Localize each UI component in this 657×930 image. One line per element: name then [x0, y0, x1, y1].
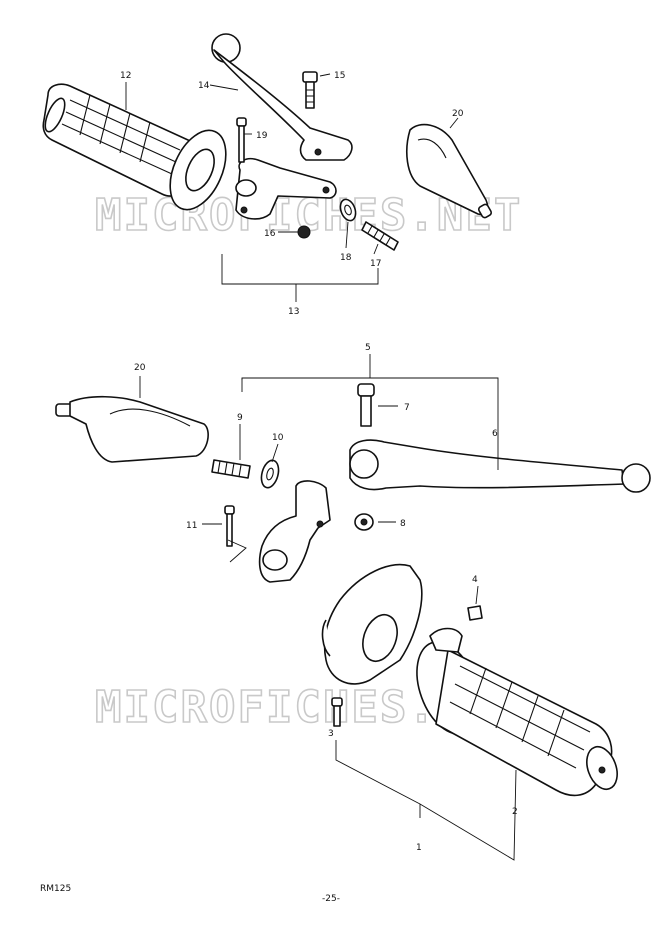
part-label-18: 18	[340, 253, 352, 263]
bracket-13	[221, 254, 379, 285]
part-label-3: 3	[328, 729, 334, 739]
part-label-14: 14	[198, 81, 210, 91]
page-number: -25-	[322, 894, 340, 904]
washer-10	[260, 459, 280, 489]
part-label-2: 2	[512, 807, 518, 817]
pin-4	[467, 605, 483, 621]
throttle-housing	[321, 563, 423, 685]
adjuster-9	[211, 459, 251, 479]
model-code: RM125	[40, 884, 72, 894]
screw-11	[224, 505, 235, 547]
lever-boot-bottom	[55, 395, 209, 463]
lever-perch	[235, 157, 337, 220]
part-label-8: 8	[400, 519, 406, 529]
part-label-12: 12	[120, 71, 131, 81]
bolt-15	[302, 71, 318, 109]
pivot-bolt-7	[357, 383, 375, 427]
part-label-16: 16	[264, 229, 276, 239]
part-label-20-top: 20	[452, 109, 464, 119]
nut-16	[297, 225, 311, 239]
lever-boot-top	[406, 123, 493, 219]
screw-19	[236, 117, 247, 163]
part-label-9: 9	[237, 413, 243, 423]
part-label-19: 19	[256, 131, 268, 141]
part-label-13: 13	[288, 307, 299, 317]
part-label-17: 17	[370, 259, 381, 269]
nut-8	[354, 513, 374, 531]
part-label-6: 6	[492, 429, 498, 439]
brake-lever	[349, 439, 651, 493]
clutch-lever	[211, 33, 353, 161]
part-label-5: 5	[365, 343, 371, 353]
screw-3	[331, 697, 343, 727]
adjuster-17	[361, 221, 399, 251]
part-label-11: 11	[186, 521, 197, 531]
part-label-10: 10	[272, 433, 284, 443]
part-label-4: 4	[472, 575, 478, 585]
part-label-1: 1	[416, 843, 422, 853]
left-grip	[42, 83, 227, 211]
throttle-grip	[416, 627, 618, 797]
part-label-7: 7	[404, 403, 410, 413]
part-label-20-bottom: 20	[134, 363, 146, 373]
brake-perch	[258, 480, 331, 583]
washer-18	[339, 198, 357, 222]
part-label-15: 15	[334, 71, 345, 81]
